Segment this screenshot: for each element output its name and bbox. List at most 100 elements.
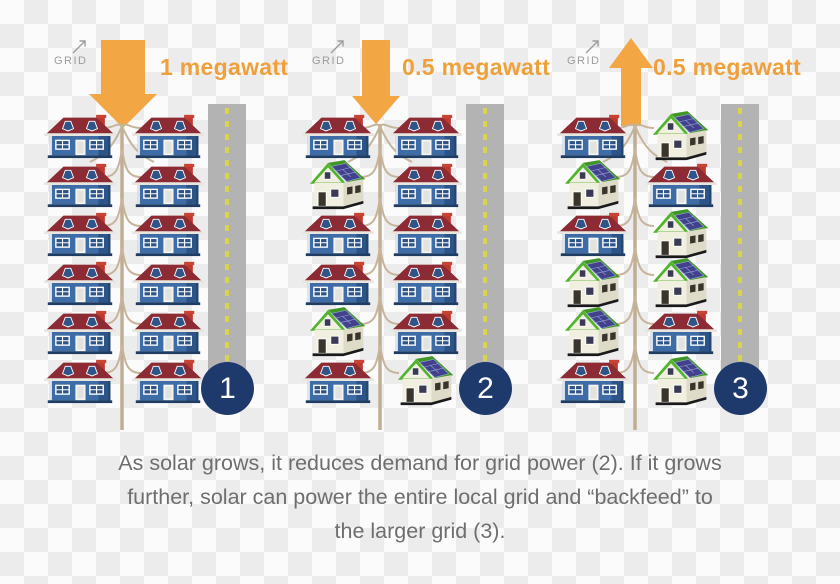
arrow-shaft — [621, 68, 641, 126]
grid-powered-house-icon — [645, 163, 717, 208]
blue-house — [387, 259, 465, 307]
solar-house-icon — [309, 159, 366, 209]
grid-powered-house-icon — [645, 310, 717, 355]
blue-house — [41, 259, 119, 307]
caption-line-3: the larger grid (3). — [334, 519, 506, 543]
grid-link-label: GRID — [312, 38, 364, 67]
grid-powered-house-icon — [557, 359, 629, 404]
blue-house — [41, 357, 119, 405]
arrow-shaft — [362, 40, 390, 96]
blue-house — [387, 210, 465, 258]
grid-powered-house-icon — [132, 212, 204, 257]
scenario-panel-3: GRID 0.5 megawatt — [543, 30, 801, 450]
solar-house — [642, 257, 720, 307]
solar-house — [642, 208, 720, 258]
blue-house — [642, 308, 720, 356]
grid-powered-house-icon — [132, 114, 204, 159]
solar-house-icon — [652, 208, 709, 258]
grid-powered-house-icon — [390, 212, 462, 257]
grid-label: GRID — [54, 55, 88, 67]
grid-powered-house-icon — [390, 163, 462, 208]
arrow-head — [609, 38, 653, 68]
grid-powered-house-icon — [557, 114, 629, 159]
road — [466, 104, 504, 394]
northeast-arrow-icon — [72, 40, 86, 54]
solar-house-icon — [652, 110, 709, 160]
road-center-line — [483, 108, 487, 390]
grid-powered-house-icon — [44, 359, 116, 404]
caption-line-2: further, solar can power the entire loca… — [127, 485, 713, 509]
northeast-arrow-icon — [330, 40, 344, 54]
grid-powered-house-icon — [44, 163, 116, 208]
grid-powered-house-icon — [390, 114, 462, 159]
grid-powered-house-icon — [302, 114, 374, 159]
road-center-line — [738, 108, 742, 390]
blue-house — [41, 161, 119, 209]
grid-powered-house-icon — [390, 261, 462, 306]
solar-house — [299, 306, 377, 356]
blue-house — [299, 210, 377, 258]
step-badge-3: 3 — [714, 362, 767, 415]
grid-powered-house-icon — [557, 212, 629, 257]
utility-pole-and-wires — [347, 123, 413, 430]
grid-powered-house-icon — [44, 212, 116, 257]
grid-powered-house-icon — [132, 310, 204, 355]
house-column-left — [299, 112, 377, 406]
blue-house — [41, 112, 119, 160]
caption: As solar grows, it reduces demand for gr… — [60, 446, 780, 548]
step-badge-1: 1 — [201, 362, 254, 415]
grid-label: GRID — [567, 55, 601, 67]
blue-house — [129, 210, 207, 258]
solar-house — [554, 159, 632, 209]
solar-house-icon — [652, 257, 709, 307]
solar-house — [554, 257, 632, 307]
blue-house — [554, 210, 632, 258]
solar-house-icon — [652, 355, 709, 405]
house-column-right — [387, 112, 465, 406]
road — [721, 104, 759, 394]
house-column-right — [129, 112, 207, 406]
blue-house — [299, 112, 377, 160]
blue-house — [129, 357, 207, 405]
blue-house — [642, 161, 720, 209]
scenario-panel-2: GRID 0.5 megawatt — [288, 30, 550, 450]
power-amount-label: 0.5 megawatt — [402, 54, 551, 80]
blue-house — [129, 161, 207, 209]
blue-house — [554, 112, 632, 160]
road — [208, 104, 246, 394]
blue-house — [129, 308, 207, 356]
grid-powered-house-icon — [132, 261, 204, 306]
power-flow-arrow-down — [340, 40, 412, 124]
power-amount-label: 1 megawatt — [160, 54, 289, 80]
house-column-right — [642, 110, 720, 406]
solar-house-icon — [397, 355, 454, 405]
northeast-arrow-icon — [585, 40, 599, 54]
blue-house — [387, 308, 465, 356]
grid-powered-house-icon — [302, 261, 374, 306]
solar-house-icon — [564, 257, 621, 307]
grid-link-label: GRID — [567, 38, 619, 67]
blue-house — [299, 259, 377, 307]
solar-house — [387, 355, 465, 405]
blue-house — [554, 357, 632, 405]
grid-powered-house-icon — [44, 310, 116, 355]
grid-link-label: GRID — [54, 38, 106, 67]
grid-powered-house-icon — [44, 114, 116, 159]
grid-powered-house-icon — [390, 310, 462, 355]
road-center-line — [225, 108, 229, 390]
solar-house-icon — [309, 306, 366, 356]
blue-house — [129, 112, 207, 160]
grid-powered-house-icon — [302, 212, 374, 257]
blue-house — [387, 112, 465, 160]
blue-house — [299, 357, 377, 405]
solar-house — [554, 306, 632, 356]
blue-house — [41, 210, 119, 258]
grid-powered-house-icon — [132, 163, 204, 208]
step-badge-2: 2 — [459, 362, 512, 415]
solar-house — [642, 355, 720, 405]
grid-powered-house-icon — [132, 359, 204, 404]
caption-line-1: As solar grows, it reduces demand for gr… — [118, 451, 722, 475]
grid-label: GRID — [312, 55, 346, 67]
solar-house — [299, 159, 377, 209]
